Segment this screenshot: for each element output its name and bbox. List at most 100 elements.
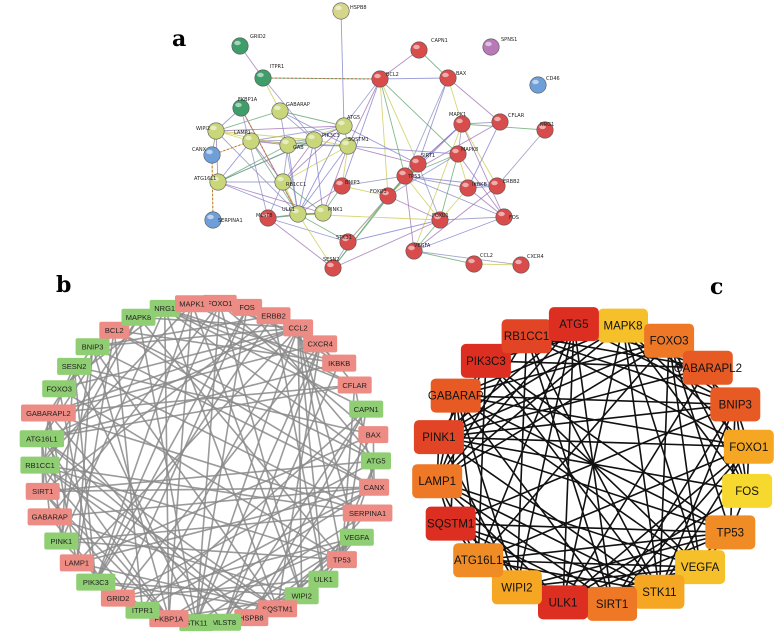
panel-a-node-highlight-itpr1 [257,72,264,78]
panel-b-node-label-cflar: CFLAR [342,381,367,390]
panel-a-node-ball-bax [439,69,457,87]
panel-a-edge-tp53-bnip3 [341,175,406,187]
panel-b-edge-16-29 [41,438,278,610]
panel-b-edge-23-32 [73,366,97,583]
panel-a-edge-bcl2-mapk8 [379,78,459,155]
panel-c-edge-11-19 [516,323,575,588]
panel-b-edge-24-34 [76,330,116,564]
panel-a-node-highlight-cxcr4 [515,259,522,265]
panel-b-node-box-mlst8 [207,613,241,631]
panel-a-edge-sesn2-mlst8 [267,217,334,269]
panel-b-node-box-mapk1 [175,295,209,313]
panel-a-edge-tp53-fos [404,175,505,218]
panel-a-edge-mapk1-erbb2 [461,123,498,187]
panel-b-node-label-wipi2: WIPI2 [291,592,311,601]
panel-b-node-atg16l1: ATG16L1 [19,430,65,448]
panel-b-edge-3-13 [297,327,343,560]
panel-c-edge-7-12 [478,559,701,568]
panel-a-node-sesn2: SESN2 [323,257,342,277]
panel-b-node-label-serpina1: SERPINA1 [349,509,386,518]
panel-a-node-highlight-foxo1 [434,214,441,220]
panel-c-node-box-gabarapl2 [682,350,733,385]
panel-b-node-label-bax: BAX [366,430,381,439]
panel-c-edge-6-11 [516,531,731,589]
panel-c-edge-8-14 [436,480,660,593]
panel-a-node-highlight-mapk1 [456,118,463,124]
panel-b-node-box-lamp1 [59,554,94,572]
panel-a-node-highlight-capn1 [413,44,420,50]
panel-a-node-ball-cd46 [529,76,547,94]
panel-a-node-highlight-sqstm1 [342,140,349,146]
panel-c-node-label-bnip3: BNIP3 [719,399,752,411]
panel-a-edge-atg5-wipi2 [215,125,345,132]
panel-b-edge-13-31 [58,388,343,561]
panel-a-edge-bcl2-bnip3 [341,78,381,187]
panel-a-edge-sirt1-foxo1 [417,163,441,221]
panel-b-node-box-canx [359,478,390,496]
panel-a-node-label-sqstm1: SQSTM1 [348,137,369,143]
panel-b-node-bax: BAX [358,426,389,444]
panel-a-edge-atg16l1-pink1 [217,181,324,214]
panel-b-node-label-erbb2: ERBB2 [261,312,286,321]
panel-b-node-box-gabarapl2 [21,404,76,422]
panel-c-node-label-rb1cc1: RB1CC1 [504,331,549,343]
panel-b-node-label-fkbp1a: FKBP1A [155,614,184,623]
panel-b-node-box-foxo1 [202,294,237,312]
panel-a-node-label-wipi2: WIPI2 [196,126,210,132]
panel-a-edge-tp53-ikbkb [404,175,469,189]
panel-b-node-label-gabarapl2: GABARAPL2 [26,409,71,418]
panel-a-node-label-cd46: CD46 [546,76,560,82]
panel-a-edge-sirt1-atg5 [343,125,419,165]
panel-b-edge-15-37 [191,303,303,597]
panel-a-edge-lamp1-atg16l1 [217,140,252,183]
panel-c-node-box-bnip3 [710,387,761,422]
panel-b-edge-20-28 [39,464,170,620]
panel-c-node-label-ulk1: ULK1 [549,597,578,609]
panel-b-node-bcl2: BCL2 [99,321,130,339]
panel-c-edge-13-16 [449,395,457,524]
panel-a-node-label-vegfa: VEGFA [414,243,431,249]
panel-c-edge-6-15 [438,436,731,534]
panel-a-edge-bax-cflar [447,77,501,123]
panel-c-edge-2-17 [485,360,708,369]
panel-b-node-cxcr4: CXCR4 [303,335,338,353]
panel-a-edge-bnip3-ulk1 [297,185,343,215]
panel-b-node-label-lamp1: LAMP1 [64,559,89,568]
panel-c-node-rb1cc1: RB1CC1 [501,319,552,354]
panel-a-node-nrg1: NRG1 [536,121,554,139]
panel-b-node-label-bcl2: BCL2 [105,326,124,335]
panel-a-node-label-lamp1: LAMP1 [234,130,251,136]
panel-a-node-highlight-pink1 [317,207,324,213]
panel-c-edge-9-19 [573,323,613,605]
panel-b-node-erbb2: ERBB2 [256,307,291,325]
panel-c-edge-11-16 [454,395,518,588]
panel-c-node-atg16l1: ATG16L1 [453,543,504,578]
panel-a-node-sirt1: SIRT1 [409,153,435,173]
panel-b-node-cflar: CFLAR [337,376,372,394]
panel-b-edge-24-33 [76,346,94,563]
panel-a-node-cd46: CD46 [529,76,560,94]
panel-a-edge-sirt1-sqstm1 [347,145,419,165]
panel-a-node-label-ulk1: ULK1 [282,207,295,213]
panel-b-node-ccl2: CCL2 [283,319,314,337]
panel-b-node-box-hspb8 [234,609,269,627]
panel-a-node-highlight-bnip3 [336,180,343,186]
panel-b-edge-28-37 [39,303,193,466]
panel-b-node-label-bnip3: BNIP3 [82,343,104,352]
panel-a-node-foxo3: FOXO3 [370,187,397,205]
panel-b-edge-3-24 [76,327,299,564]
panel-b-edge-6-36 [164,307,355,386]
panel-c-node-box-sqstm1 [425,506,476,541]
panel-b-node-box-tp53 [326,551,357,569]
panel-a-node-highlight-sirt1 [412,158,419,164]
panel-b-node-box-ccl2 [283,319,314,337]
panel-a-edge-vegfa-ccl2 [413,250,475,265]
panel-a-node-highlight-fos [498,211,505,217]
panel-c-node-box-fos [722,473,773,508]
panel-a-node-highlight-bax [442,72,449,78]
panel-c-node-sqstm1: SQSTM1 [425,506,476,541]
panel-a-edge-foxo1-fos [439,216,505,221]
panel-b-node-vegfa: VEGFA [339,528,374,546]
panel-a-edge-foxo3-sesn2 [332,195,389,269]
